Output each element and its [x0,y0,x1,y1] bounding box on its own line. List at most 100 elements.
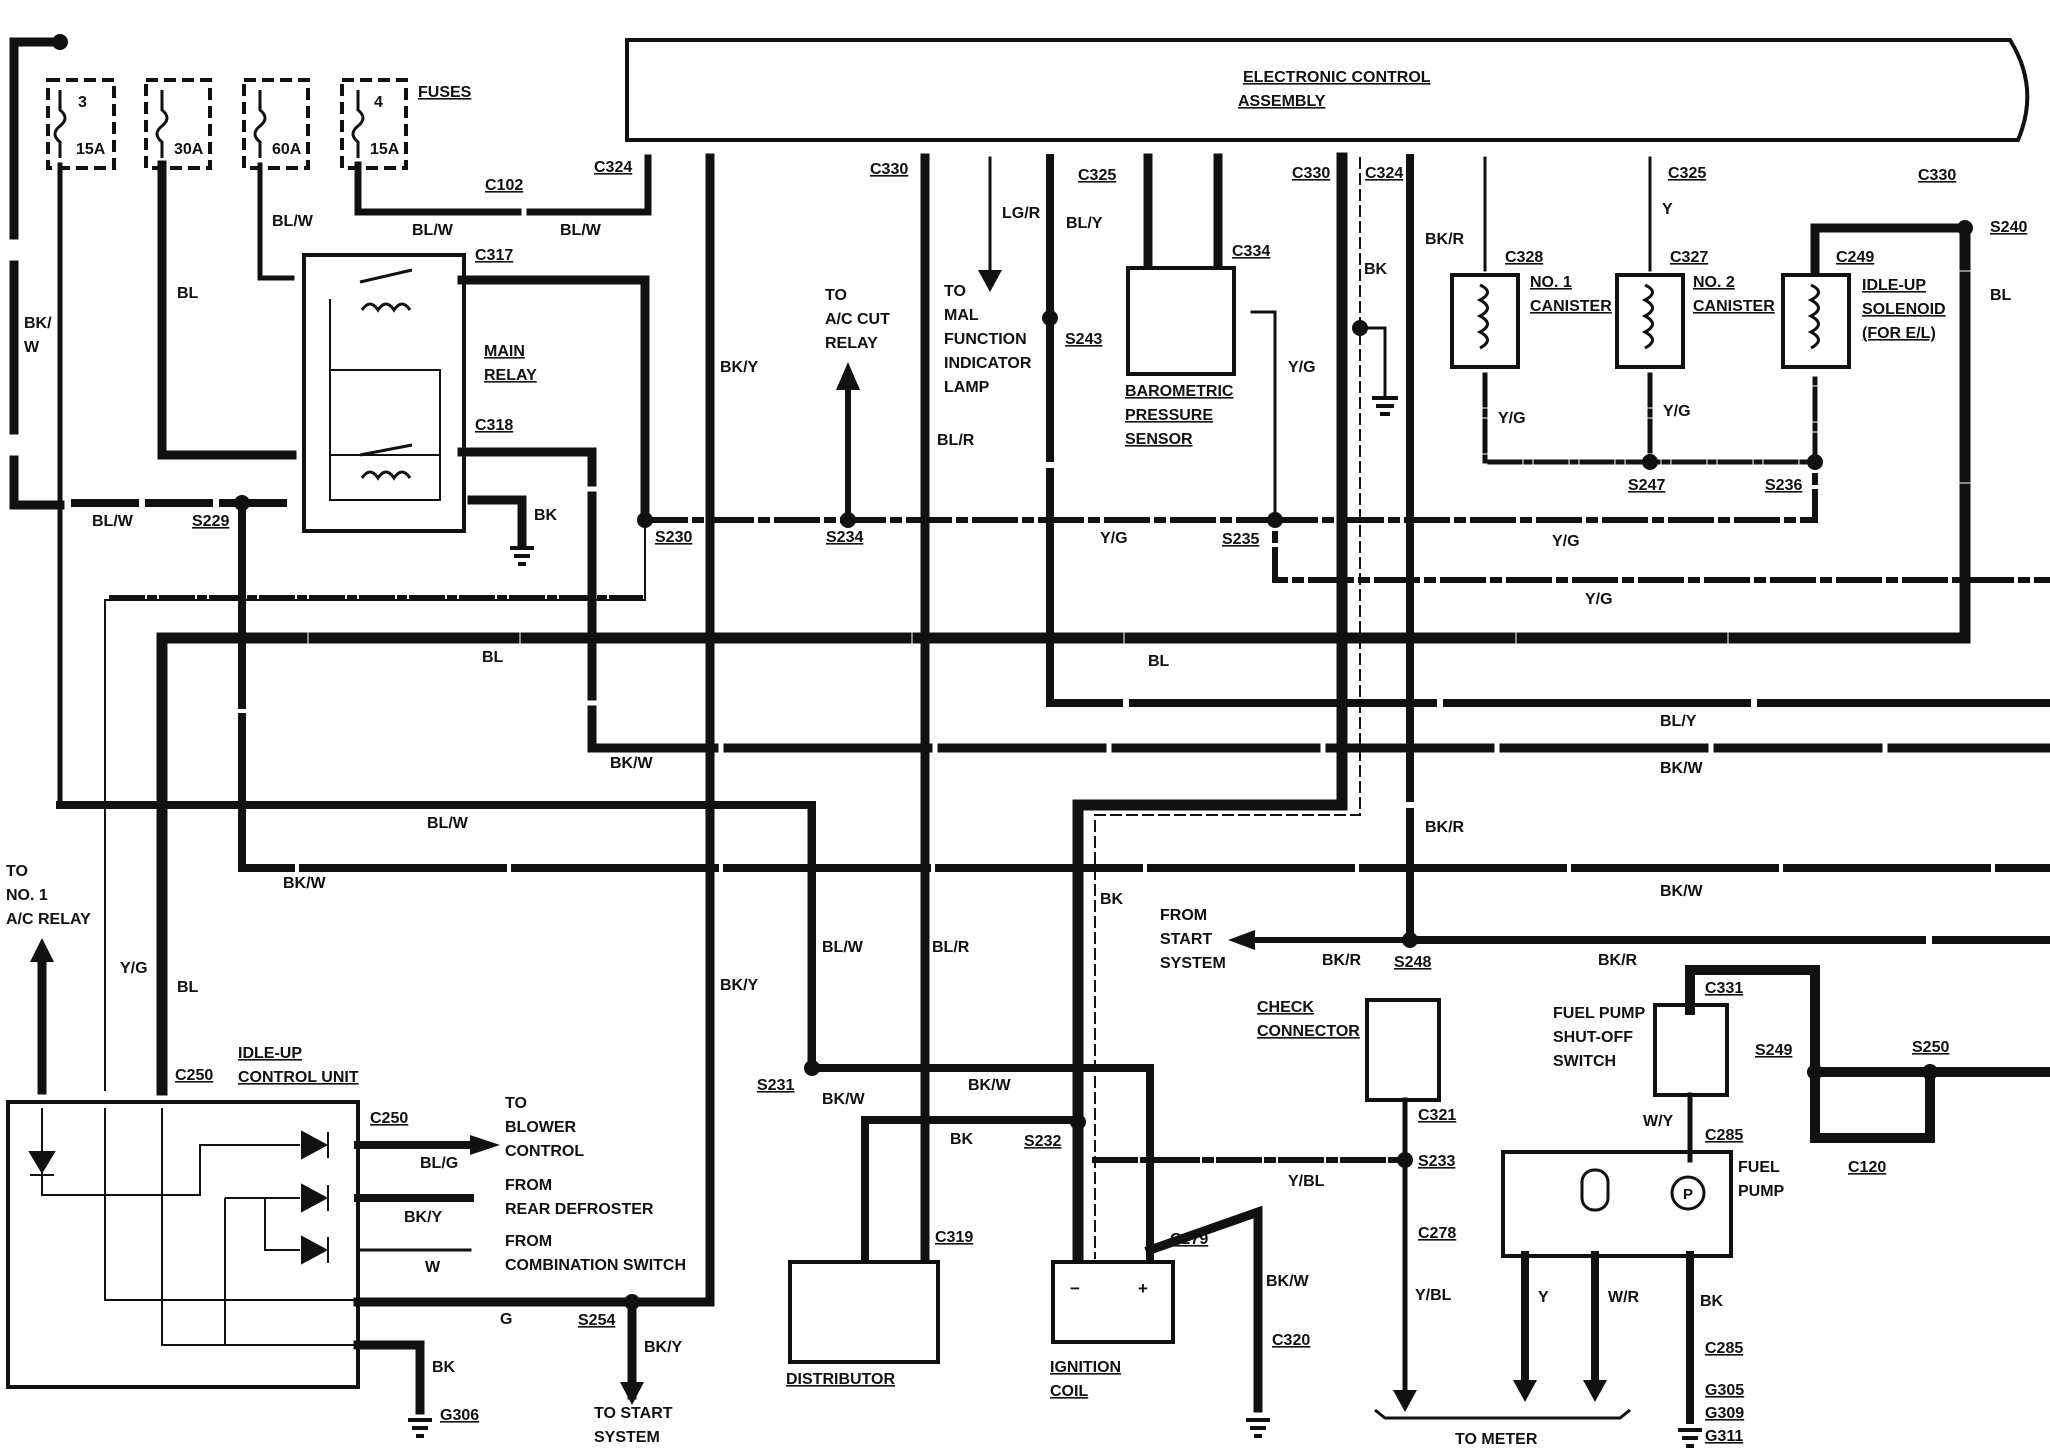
wire-label-bky-start: BK/Y [644,1339,683,1356]
fuse-60a-element [253,90,267,158]
arrow-to-blower [470,1135,500,1155]
mal-lamp-label-4: INDICATOR [944,355,1032,372]
rear-defrost-label-2: REAR DEFROSTER [505,1201,654,1218]
wire-label-wy: W/Y [1643,1113,1674,1130]
splice-s249: S249 [1755,1042,1792,1059]
distributor-box [788,1260,940,1364]
connector-c330c: C330 [1918,167,1956,184]
shutoff-label-3: SWITCH [1553,1053,1616,1070]
check-connector-label-1: CHECK [1257,999,1314,1016]
main-relay-label-2: RELAY [484,367,537,384]
wire-bkw-horizontal [238,501,2050,872]
ignition-coil-label-2: COIL [1050,1383,1088,1400]
wire-bly [1046,154,2050,707]
wire-label-bly-2: BL/Y [1660,713,1697,730]
canister-components [1450,273,1851,369]
wire-blw-fuse4-ecu [354,154,652,216]
ecu-block [625,38,2030,142]
baro-label-1: BAROMETRIC [1125,383,1234,400]
ground-g305-label: G305 [1705,1382,1744,1399]
wire-canister-bottom [1482,372,1818,465]
wire-c330-bk-coil [1072,152,1348,1264]
arrow-to-meter-1 [1393,1390,1417,1412]
splice-s233-dot [1397,1152,1413,1168]
blower-label-2: BLOWER [505,1119,577,1136]
connector-c250a: C250 [175,1067,213,1084]
ac-cut-label-2: A/C CUT [825,311,890,328]
blower-label-1: TO [505,1095,527,1112]
coil-plus-sign: + [1138,1279,1148,1298]
fuse-30a-rating: 30A [174,141,204,158]
distributor-label: DISTRIBUTOR [786,1371,895,1388]
wire-label-y-pump: Y [1538,1289,1549,1306]
wire-label-blg: BL/G [420,1155,458,1172]
coil-minus-sign: − [1070,1279,1080,1298]
canister2-label-2: CANISTER [1693,298,1775,315]
wire-label-bkr-2: BK/R [1425,819,1465,836]
wire-baro-c325 [1143,153,1223,270]
wire-label-bkw-dist1: BK/W [968,1077,1012,1094]
splice-s243: S243 [1065,331,1102,348]
ground-symbols [408,396,1702,1448]
ac-cut-label-3: RELAY [825,335,878,352]
canister-1-box [1450,273,1520,369]
arrows [30,270,1607,1412]
baro-label-2: PRESSURE [1125,407,1213,424]
wire-label-yg-left: Y/G [120,960,148,977]
splice-dots [52,34,1973,1310]
wire-label-bky-2: BK/Y [720,977,759,994]
main-relay-label-1: MAIN [484,343,525,360]
wire-yg-row1 [642,517,2050,583]
from-start-label-2: START [1160,931,1212,948]
no1-ac-relay-label-2: NO. 1 [6,887,48,904]
splice-s231-dot [804,1060,820,1076]
from-start-label-1: FROM [1160,907,1207,924]
splice-s231: S231 [757,1077,794,1094]
splice-s248-dot [1402,932,1418,948]
splice-s230-dot [637,512,653,528]
wire-label-bk-dist: BK [950,1131,974,1148]
fuse-60a-rating: 60A [272,141,302,158]
splice-s235-dot [1267,512,1283,528]
fuel-pump-motor [1670,1175,1706,1211]
wire-c279-c320 [1144,1205,1263,1413]
wire-label-blw-s229: BL/W [92,513,134,530]
wire-bky [627,153,715,1307]
wire-bl-heavy [156,222,1971,1096]
wire-baro-yg [1250,310,1277,522]
fuel-pump-box [1501,1150,1733,1258]
fuel-pump-shutoff-box [1653,1003,1729,1097]
wire-label-bk-coil-feed: BK [1100,891,1124,908]
fuel-pump-label-1: FUEL [1738,1159,1780,1176]
arrow-to-meter-3 [1583,1380,1607,1402]
check-connector-box [1365,998,1441,1102]
wire-label-bky-defrost: BK/Y [404,1209,443,1226]
labels: ELECTRONIC CONTROL ASSEMBLY FUSES 3 15A … [6,69,2027,1448]
connector-c328: C328 [1505,249,1543,266]
wire-blw-to-distributor [56,801,816,1069]
connector-c321: C321 [1418,1107,1456,1124]
canister-2-box [1615,273,1685,369]
splice-s249-dot [1807,1064,1823,1080]
wire-label-yg-row2: Y/G [1552,533,1580,550]
fuses-title: FUSES [418,84,472,101]
fuse-4-element [351,90,365,158]
connector-c330b: C330 [1292,165,1330,182]
wire-label-bl-left: BL [177,979,199,996]
fuel-pump-label-2: PUMP [1738,1183,1785,1200]
idle-up-unit-label-2: CONTROL UNIT [238,1069,359,1086]
wire-label-bk-c324: BK [1364,261,1388,278]
wire-label-y-c325: Y [1662,201,1673,218]
splice-s254-dot [624,1294,640,1310]
fuse-30a-box [144,78,212,170]
splice-s233: S233 [1418,1153,1455,1170]
arrow-to-ac-cut [836,362,860,390]
wire-fuse3-drop [57,162,813,1068]
wire-label-yg-baro: Y/G [1288,359,1316,376]
wire-label-bk-pump: BK [1700,1293,1724,1310]
mal-lamp-label-1: TO [944,283,966,300]
to-meter-label: TO METER [1455,1431,1538,1448]
fuse-4-rating: 15A [370,141,400,158]
wire-fuelpump-outputs [1521,1251,1694,1424]
wire-label-bkw-2: BK/W [1660,760,1704,777]
